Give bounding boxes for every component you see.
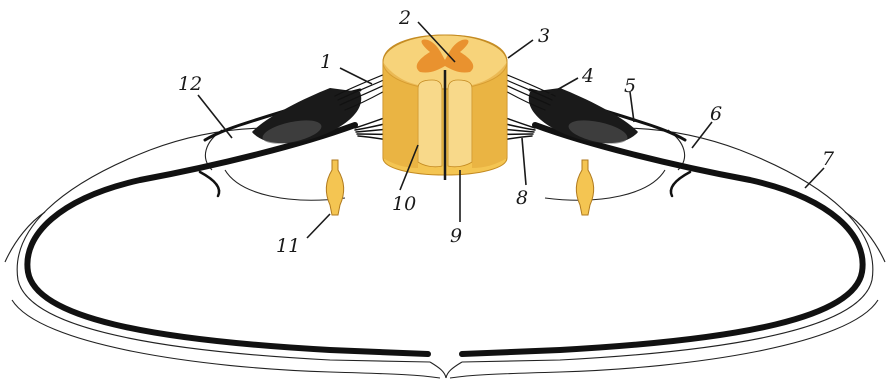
- spinal-cord: [383, 35, 507, 180]
- leader-12: [198, 95, 232, 138]
- label-11: 11: [276, 235, 300, 257]
- label-8: 8: [516, 187, 528, 209]
- label-3: 3: [538, 25, 550, 47]
- leader-1: [340, 68, 372, 84]
- sympathetic-ganglion-left: [326, 160, 343, 215]
- label-7: 7: [822, 148, 835, 170]
- label-10: 10: [392, 193, 416, 215]
- sympathetic-ganglion-right: [576, 160, 593, 215]
- label-2: 2: [398, 7, 411, 29]
- leader-11: [307, 214, 330, 238]
- label-4: 4: [581, 65, 594, 87]
- label-9: 9: [450, 225, 462, 247]
- label-1: 1: [320, 51, 332, 73]
- label-6: 6: [710, 103, 722, 125]
- label-12: 12: [178, 73, 202, 95]
- label-5: 5: [624, 75, 636, 97]
- leader-3: [508, 40, 533, 58]
- leader-8: [522, 138, 526, 185]
- leader-6: [692, 122, 712, 148]
- leader-7: [805, 168, 824, 188]
